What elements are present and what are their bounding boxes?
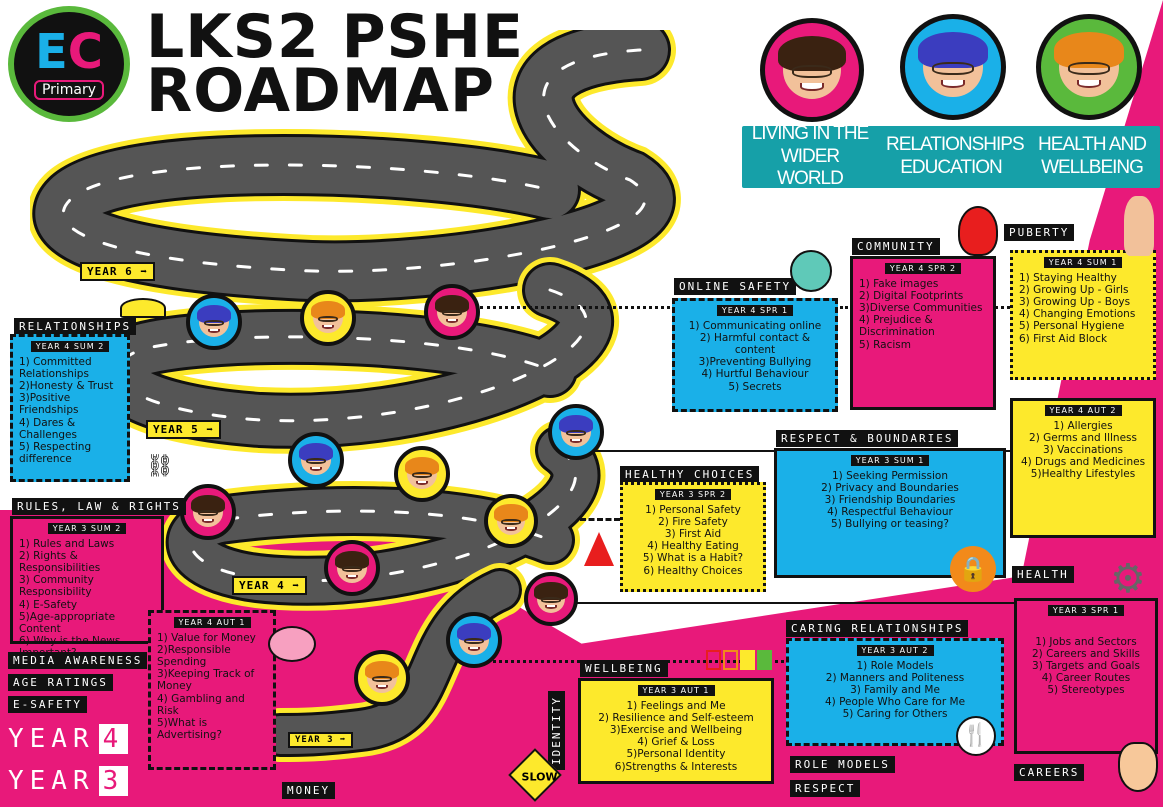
heading-community: COMMUNITY [852,238,940,255]
label-e-safety: E-SAFETY [8,696,87,713]
heading-wellbeing: WELLBEING [580,660,668,677]
page-title: LKS2 PSHE ROADMAP [146,2,524,126]
theme-relationships: RELATIONSHIPS EDUCATION [886,134,1025,178]
heading-money: MONEY [282,782,336,799]
battery-icon [706,650,772,670]
avatar-ginger [394,446,450,502]
connector [480,306,670,309]
avatar-girl [524,572,578,626]
avatar-ginger [354,650,410,706]
road-label-year-5: YEAR 5 ➡ [146,420,221,439]
heading-relationships: RELATIONSHIPS [14,318,137,335]
cutlery-icon: 🍴 [956,716,996,756]
heading-online-safety: ONLINE SAFETY [674,278,797,295]
avatar-blue-hair-top [900,14,1006,120]
avatar-girl [424,284,480,340]
label-role-models: ROLE MODELS [790,756,895,773]
flask-icon [1118,742,1158,792]
avatar-blue-hair [548,404,604,460]
handcuffs-icon: ⛓ [146,454,174,479]
hearing-icon [790,250,832,292]
heading-careers: CAREERS [1014,764,1085,781]
heading-healthy-choices: HEALTHY CHOICES [620,466,760,483]
logo-subtitle: Primary [33,80,105,100]
label-respect: RESPECT [790,780,861,797]
label-health: HEALTH [1012,566,1074,583]
avatar-ginger [300,290,356,346]
avatar-girl [180,484,236,540]
label-age-ratings: AGE RATINGS [8,674,113,691]
avatar-ginger [484,494,538,548]
theme-health: HEALTH AND WELLBEING [1038,134,1147,178]
label-media-awareness: MEDIA AWARENESS [8,652,148,669]
piggy-bank-icon [268,626,316,662]
heading-caring-relationships: CARING RELATIONSHIPS [786,620,969,637]
gears-icon: ⚙ [1110,556,1146,602]
themes-banner: LIVING IN THE WIDER WORLD RELATIONSHIPS … [742,122,1160,190]
avatar-blue-hair [186,294,242,350]
road-label-year-3: YEAR 3 ➡ [288,732,354,748]
ec-primary-logo: EC Primary [8,6,130,122]
avatar-ginger-top [1036,14,1142,120]
connector [560,602,1020,604]
theme-living: LIVING IN THE WIDER WORLD [751,122,870,190]
nesting-doll-icon [958,206,998,256]
heading-respect-boundaries: RESPECT & BOUNDARIES [776,430,959,447]
avatar-girl [324,540,380,596]
banana-icon [120,298,166,318]
road-label-year-4: YEAR 4 ➡ [232,576,307,595]
avatar-girl-top [760,18,864,122]
human-body-icon [1124,196,1154,256]
avatar-blue-hair [446,612,502,668]
connector [580,518,620,521]
heading-rules-law-rights: RULES, LAW & RIGHTS [12,498,186,515]
heading-puberty: PUBERTY [1004,224,1075,241]
avatar-blue-hair [288,432,344,488]
padlock-icon: 🔒 [950,546,996,592]
label-identity: IDENTITY [548,691,565,770]
road-label-year-6: YEAR 6 ➡ [80,262,155,281]
